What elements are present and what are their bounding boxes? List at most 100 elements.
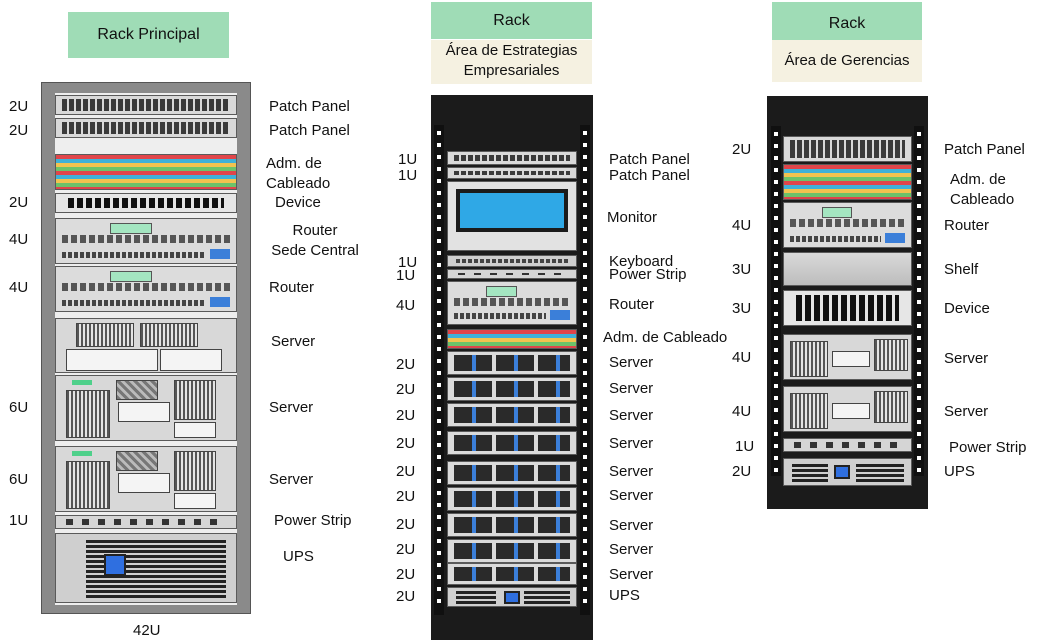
unit-label: 2U (732, 463, 752, 480)
rail-hole (437, 479, 441, 483)
device-label: Server (609, 407, 654, 424)
rail-hole (774, 252, 778, 256)
device-label: Patch Panel (269, 122, 350, 139)
rail-hole (437, 599, 441, 603)
rail-hole (917, 408, 921, 412)
unit-label: 2U (396, 381, 416, 398)
rail-hole (917, 288, 921, 292)
rail-hole (437, 467, 441, 471)
rail-hole (437, 359, 441, 363)
rail-hole (437, 491, 441, 495)
unit-label: 6U (9, 471, 29, 488)
rail-hole (437, 575, 441, 579)
rail-hole (437, 347, 441, 351)
server (783, 334, 912, 380)
rail-hole (437, 239, 441, 243)
rail-hole (774, 180, 778, 184)
power-strip (783, 438, 912, 452)
device-label: Adm. de Cableado (266, 155, 331, 192)
rail-hole (583, 275, 587, 279)
rail-hole (774, 384, 778, 388)
rail-hole (437, 203, 441, 207)
rail-hole (583, 227, 587, 231)
rail-hole (437, 563, 441, 567)
rail-hole (774, 240, 778, 244)
device-label: Server (609, 541, 654, 558)
unit-label: 2U (396, 356, 416, 373)
rail-hole (917, 432, 921, 436)
device-label: Shelf (944, 261, 979, 278)
rail-hole (583, 299, 587, 303)
monitor (447, 181, 577, 251)
ups (447, 587, 577, 607)
device-label: Power Strip (274, 512, 352, 529)
rail-hole (917, 204, 921, 208)
rail-hole (583, 467, 587, 471)
rail-hole (437, 191, 441, 195)
rail-hole (774, 408, 778, 412)
unit-label: 4U (732, 217, 752, 234)
shelf (783, 252, 912, 286)
rack-rail (914, 126, 924, 476)
device-label: Server (269, 471, 314, 488)
ups (783, 458, 912, 486)
patch-panel (447, 167, 577, 179)
rail-hole (437, 215, 441, 219)
rail-hole (774, 360, 778, 364)
rail-hole (917, 132, 921, 136)
device-label: Keyboard (609, 253, 674, 270)
rail-hole (774, 444, 778, 448)
unit-label: 1U (398, 254, 418, 271)
rail-hole (437, 335, 441, 339)
server (447, 377, 577, 401)
device (783, 290, 912, 326)
rail-hole (583, 575, 587, 579)
rail-hole (583, 191, 587, 195)
rail-hole (437, 395, 441, 399)
unit-label: 1U (9, 512, 29, 529)
rail-hole (774, 168, 778, 172)
unit-label: 1U (396, 267, 416, 284)
rail-hole (437, 155, 441, 159)
rail-hole (437, 431, 441, 435)
rail-hole (583, 479, 587, 483)
rail-hole (774, 312, 778, 316)
server (783, 386, 912, 432)
device-label: Patch Panel (269, 98, 350, 115)
rail-hole (774, 276, 778, 280)
unit-label: 2U (396, 435, 416, 452)
rail-hole (917, 456, 921, 460)
device-label: Adm. de Cableado (603, 329, 728, 346)
rack-rail (771, 126, 781, 476)
unit-label: 2U (396, 463, 416, 480)
rail-hole (774, 324, 778, 328)
rail-hole (917, 312, 921, 316)
device-label: Server (944, 403, 989, 420)
rail-hole (774, 348, 778, 352)
rail-hole (917, 240, 921, 244)
rail-hole (437, 311, 441, 315)
device (55, 193, 237, 213)
rail-hole (437, 455, 441, 459)
router (55, 266, 237, 312)
rail-hole (437, 131, 441, 135)
rail-hole (437, 179, 441, 183)
rail-hole (583, 383, 587, 387)
device-label: Router (609, 296, 655, 313)
ups (55, 533, 237, 603)
device-label: Server (609, 517, 654, 534)
server (447, 513, 577, 537)
unit-label: 2U (9, 98, 29, 115)
rail-hole (583, 215, 587, 219)
unit-label: 2U (732, 141, 752, 158)
rail-hole (917, 192, 921, 196)
rail-hole (583, 431, 587, 435)
rail-hole (583, 371, 587, 375)
rail-hole (583, 515, 587, 519)
rail-hole (583, 395, 587, 399)
rail-hole (917, 420, 921, 424)
device-label: Server (609, 354, 654, 371)
router-sede-central (55, 218, 237, 264)
cable-manager (783, 164, 912, 200)
rail-hole (917, 228, 921, 232)
